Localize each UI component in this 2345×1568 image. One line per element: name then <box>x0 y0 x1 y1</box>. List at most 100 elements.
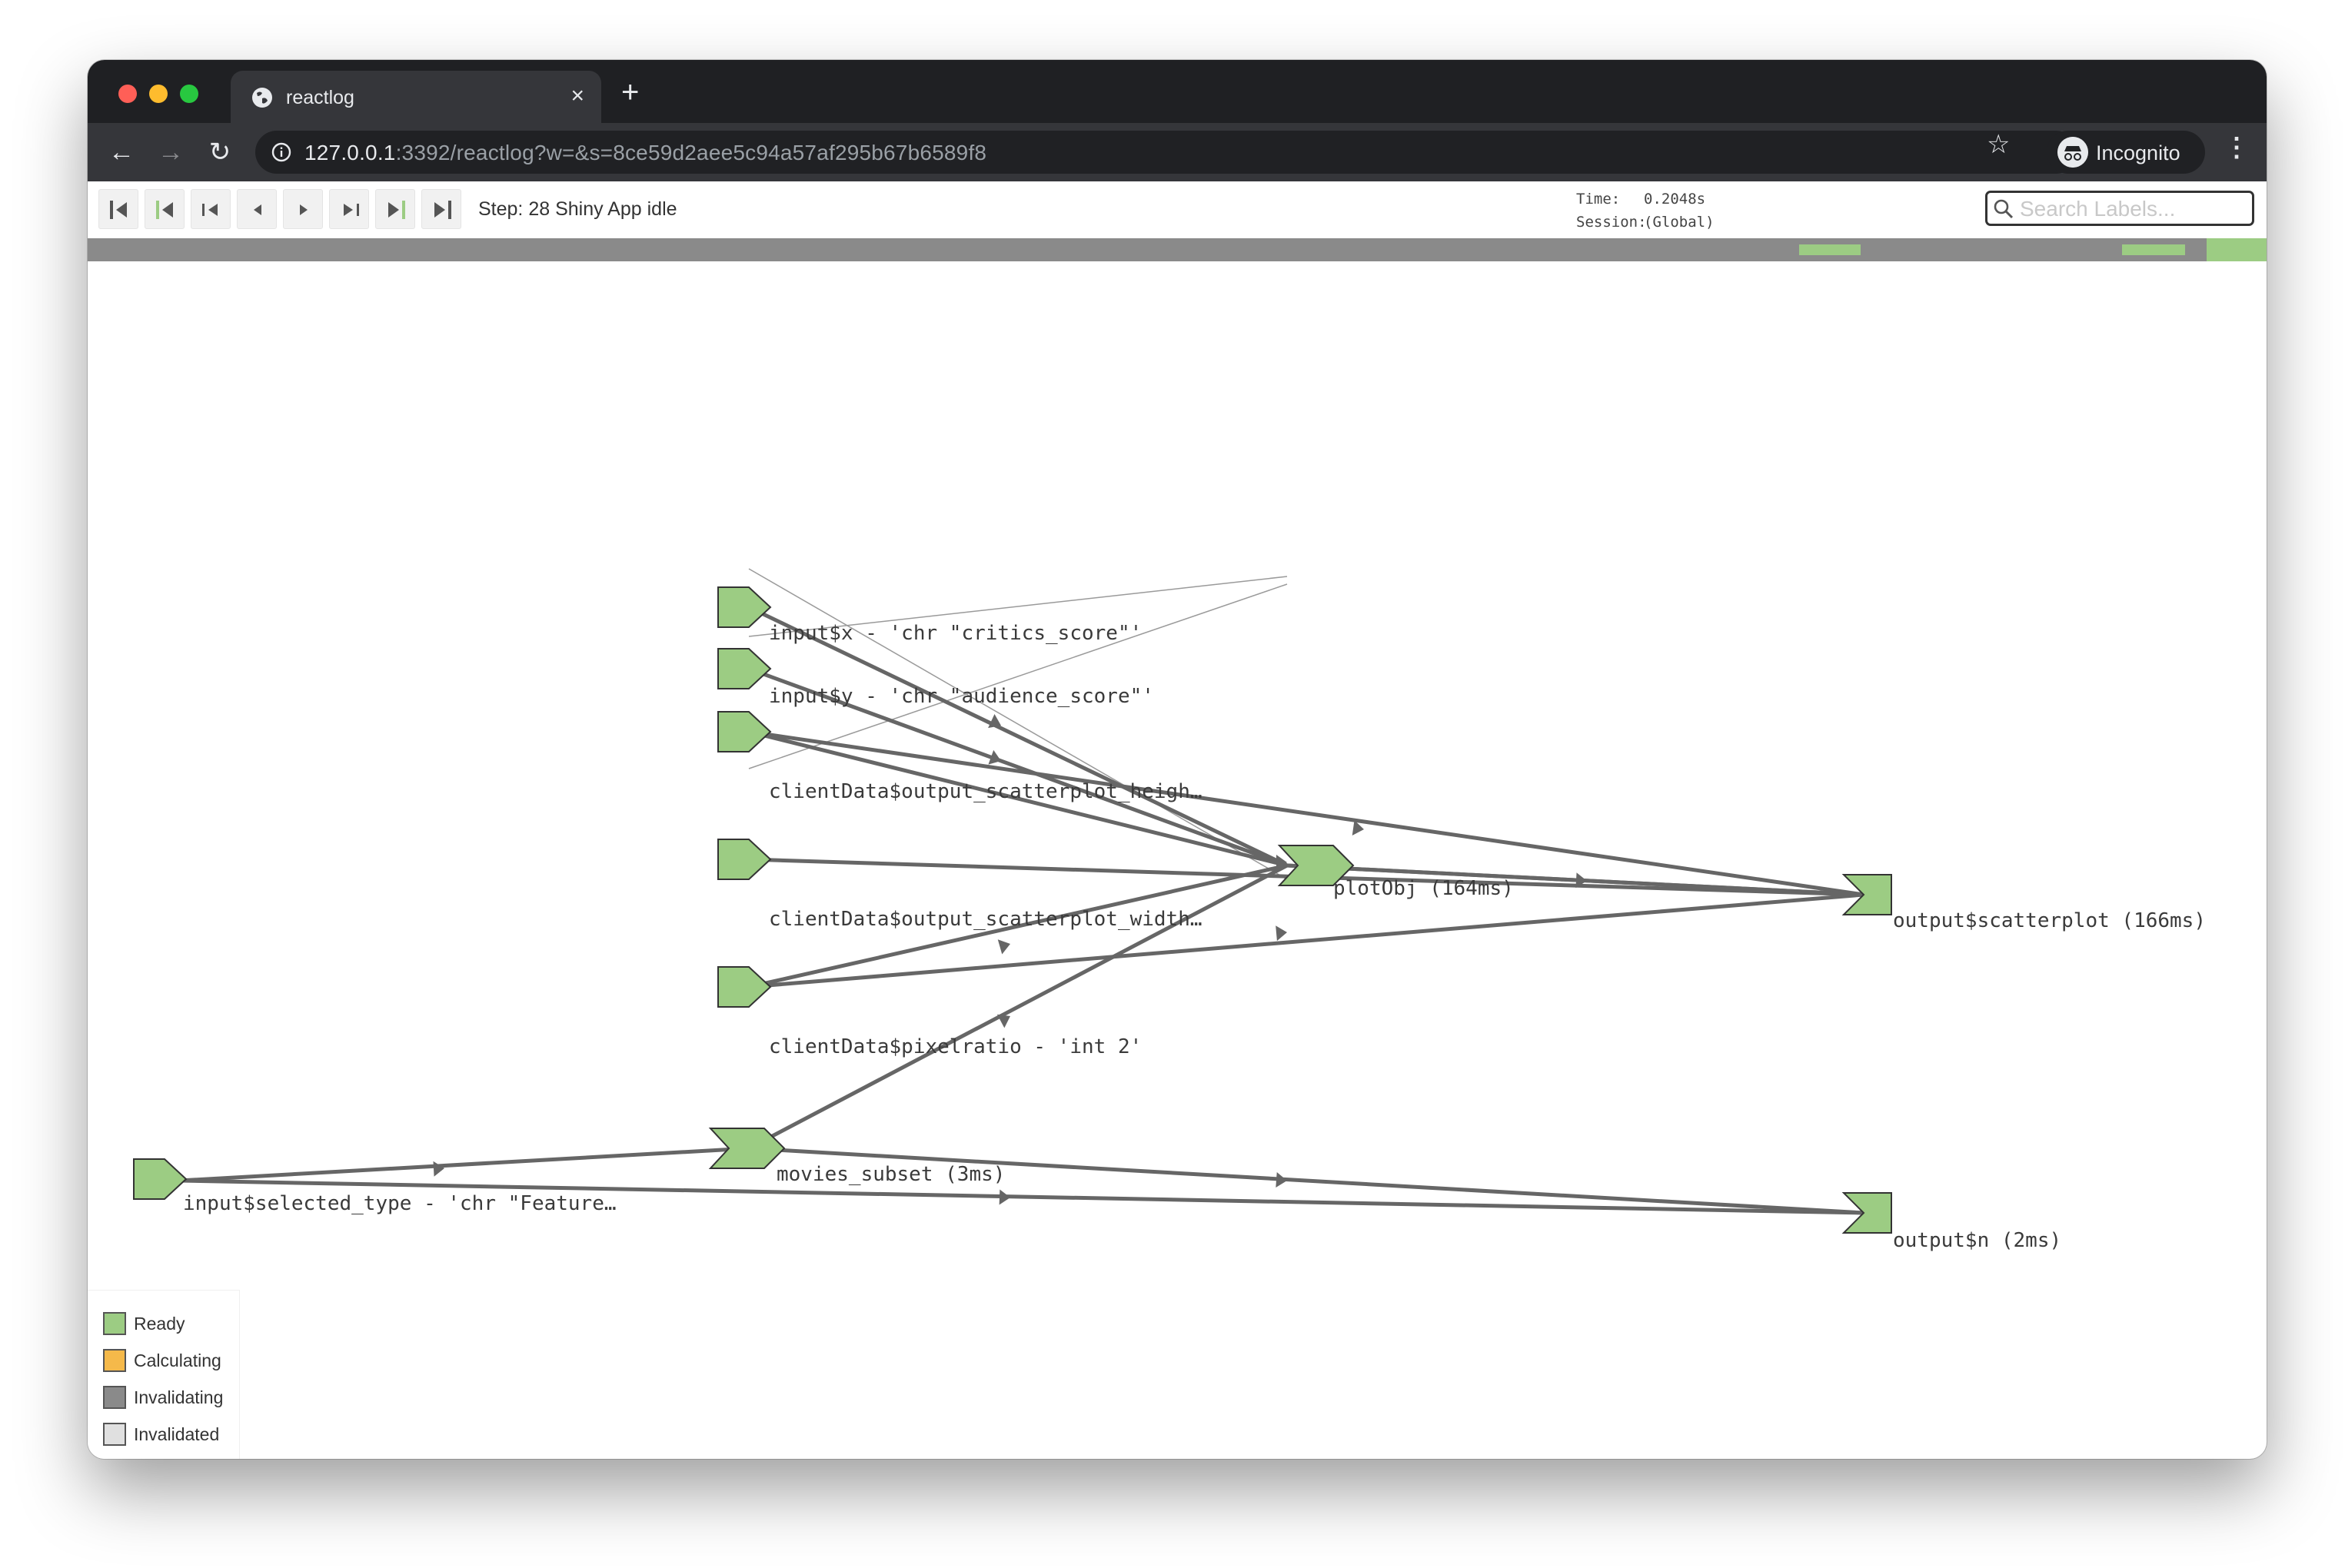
edge-arrow <box>988 749 1001 765</box>
bookmark-star-icon[interactable]: ☆ <box>1987 130 2011 159</box>
new-tab-icon[interactable]: + <box>621 75 640 109</box>
graph-node-client-width[interactable] <box>717 839 772 880</box>
edge-arrow <box>999 1189 1010 1205</box>
browser-window: reactlog × + ← → ↻ 127.0.0.1:3392/reactl… <box>88 60 2267 1459</box>
url-text: 127.0.0.1:3392/reactlog?w=&s=8ce59d2aee5… <box>304 141 986 165</box>
node-label[interactable]: input$selected_type - 'chr "Feature… <box>183 1192 617 1215</box>
edge-arrow <box>997 939 1010 955</box>
timeline-bar[interactable] <box>88 238 2267 261</box>
legend-label: Invalidated <box>134 1424 220 1444</box>
minimize-window-button[interactable] <box>149 85 168 103</box>
legend-label: Invalidating <box>134 1387 224 1407</box>
timeline-current-marker[interactable] <box>2207 238 2267 261</box>
graph-edge[interactable] <box>179 1178 1864 1215</box>
edge-arrow <box>1352 820 1364 835</box>
browser-toolbar: ← → ↻ 127.0.0.1:3392/reactlog?w=&s=8ce59… <box>88 123 2267 181</box>
graph-edge[interactable] <box>748 666 1288 868</box>
url-host: 127.0.0.1 <box>304 141 396 164</box>
reload-icon[interactable]: ↻ <box>208 138 231 167</box>
node-label[interactable]: clientData$pixelratio - 'int 2' <box>769 1035 1142 1058</box>
previous-output-button[interactable] <box>191 189 231 229</box>
address-bar[interactable]: 127.0.0.1:3392/reactlog?w=&s=8ce59d2aee5… <box>255 131 2077 174</box>
incognito-icon <box>2057 137 2088 168</box>
graph-edge[interactable] <box>748 863 1288 989</box>
graph-node-input-y[interactable] <box>717 648 772 689</box>
graph-edge[interactable] <box>748 729 1864 897</box>
tab-title: reactlog <box>286 87 354 108</box>
url-path: :3392/reactlog?w=&s=8ce59d2aee5c94a57af2… <box>395 141 987 164</box>
graph-edge[interactable] <box>748 568 1288 880</box>
node-label[interactable]: input$x - 'chr "critics_score"' <box>769 622 1142 645</box>
last-step-button[interactable] <box>421 189 461 229</box>
last-step-icon <box>434 201 451 219</box>
next-output-button[interactable] <box>329 189 369 229</box>
tab-reactlog[interactable]: reactlog × <box>231 71 601 123</box>
previous-idle-icon <box>156 201 173 219</box>
first-step-button[interactable] <box>98 189 138 229</box>
node-label[interactable]: movies_subset (3ms) <box>777 1163 1005 1186</box>
graph-node-selected-type[interactable] <box>133 1158 188 1200</box>
back-arrow-icon[interactable]: ← <box>108 138 135 167</box>
incognito-label: Incognito <box>2096 141 2180 164</box>
edge-arrow <box>1575 872 1587 889</box>
next-output-icon <box>344 204 359 216</box>
previous-step-icon <box>254 204 261 215</box>
incognito-badge[interactable]: Incognito <box>2047 131 2205 174</box>
graph-node-client-height[interactable] <box>717 711 772 752</box>
graph-node-pixelratio[interactable] <box>717 966 772 1008</box>
search-icon <box>1994 199 2014 219</box>
next-idle-button[interactable] <box>375 189 415 229</box>
graph-node-movies-subset[interactable] <box>708 1128 786 1169</box>
graph-edge[interactable] <box>747 863 1289 1151</box>
legend-swatch <box>103 1386 126 1409</box>
tab-strip: reactlog × + <box>88 60 2267 123</box>
forward-arrow-icon[interactable]: → <box>158 138 184 167</box>
graph-edge[interactable] <box>748 576 1288 637</box>
graph-edge[interactable] <box>748 892 1864 989</box>
graph-arrowheads <box>433 714 1587 1205</box>
next-step-icon <box>300 204 308 215</box>
close-window-button[interactable] <box>118 85 137 103</box>
node-label[interactable]: output$n (2ms) <box>1893 1229 2061 1252</box>
edge-arrow <box>996 1014 1010 1028</box>
node-label[interactable]: clientData$output_scatterplot_heigh… <box>769 780 1202 803</box>
legend-swatch <box>103 1312 126 1335</box>
graph-nodes <box>133 586 1892 1234</box>
node-label[interactable]: input$y - 'chr "audience_score"' <box>769 685 1154 708</box>
graph-edge[interactable] <box>747 605 1289 868</box>
search-labels-input[interactable] <box>2020 196 2247 222</box>
edge-arrow <box>1276 855 1287 870</box>
edge-arrow <box>433 1161 444 1177</box>
graph-node-output-n[interactable] <box>1841 1192 1892 1234</box>
time-label: Time: <box>1576 191 1621 208</box>
maximize-window-button[interactable] <box>180 85 198 103</box>
graph-edge[interactable] <box>748 1146 1864 1215</box>
timeline-idle-marker[interactable] <box>2122 244 2185 255</box>
graph-edge[interactable] <box>1286 863 1864 897</box>
more-menu-icon[interactable]: ⋮ <box>2224 133 2250 162</box>
node-label[interactable]: output$scatterplot (166ms) <box>1893 909 2206 932</box>
graph-node-plotobj[interactable] <box>1277 845 1355 886</box>
edge-arrow <box>988 714 1001 729</box>
timeline-idle-marker[interactable] <box>1799 244 1861 255</box>
graph-node-output-scatterplot[interactable] <box>1841 874 1892 915</box>
dependency-graph: input$x - 'chr "critics_score"' input$y … <box>133 568 2206 1252</box>
previous-step-button[interactable] <box>237 189 277 229</box>
graph-node-input-x[interactable] <box>717 586 772 628</box>
graph-edges <box>179 568 1864 1215</box>
session-value: (Global) <box>1644 214 1715 231</box>
session-label: Session: <box>1576 214 1647 231</box>
step-status: Step: 28 Shiny App idle <box>478 198 677 220</box>
node-label[interactable]: plotObj (164ms) <box>1333 877 1514 900</box>
first-step-icon <box>110 201 127 219</box>
graph-edge[interactable] <box>748 729 1288 868</box>
previous-idle-button[interactable] <box>145 189 185 229</box>
search-box[interactable] <box>1985 191 2254 226</box>
node-label[interactable]: clientData$output_scatterplot_width… <box>769 908 1202 931</box>
previous-output-icon <box>202 204 218 216</box>
graph-edge[interactable] <box>748 583 1288 769</box>
close-tab-icon[interactable]: × <box>570 83 584 108</box>
info-icon[interactable] <box>271 141 292 163</box>
next-step-button[interactable] <box>283 189 323 229</box>
graph-edge[interactable] <box>179 1146 750 1183</box>
